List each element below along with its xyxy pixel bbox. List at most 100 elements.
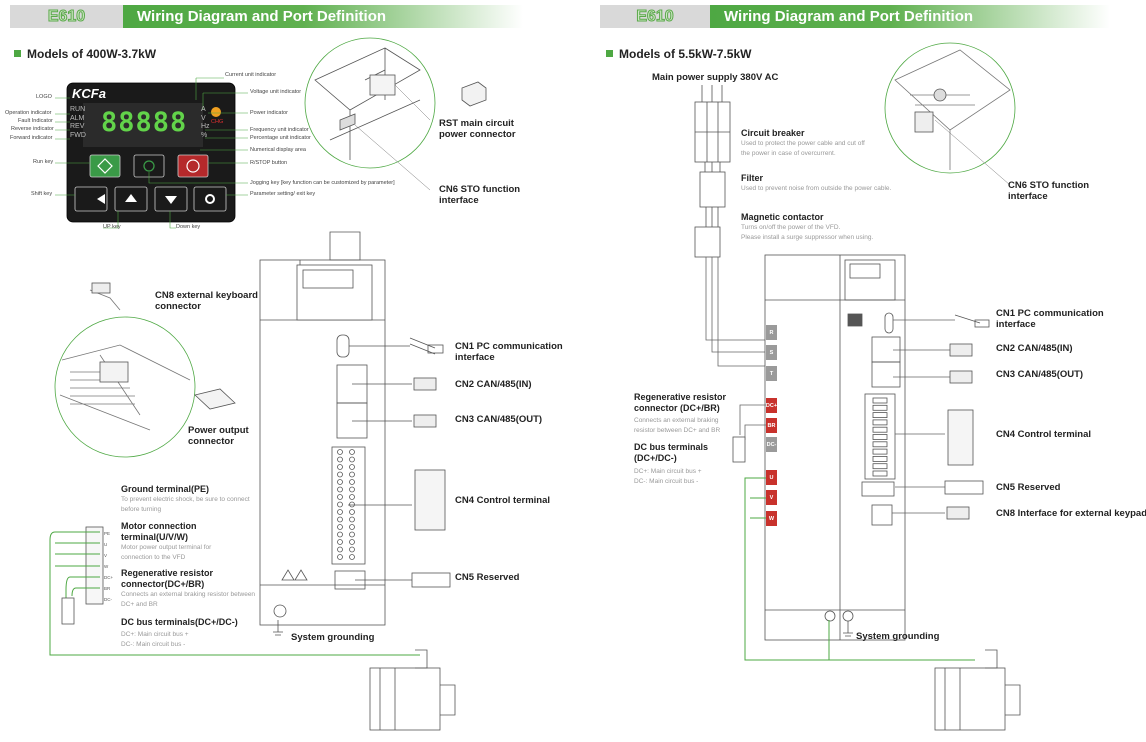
terminal-pin <box>337 539 343 545</box>
regen-block-right: Regenerative resistor connector (DC+/BR)… <box>634 392 762 436</box>
terminal-pin <box>349 494 355 500</box>
terminal-pin <box>349 546 355 553</box>
regen-title: Regenerative resistor connector (DC+/BR) <box>634 392 727 413</box>
terminal-pin <box>337 516 343 523</box>
callout-percentage: Percentage unit indicator <box>250 135 311 141</box>
title-text: Wiring Diagram and Port Definition <box>724 8 974 25</box>
terminal-u: U <box>766 470 777 485</box>
terminal-pin <box>349 479 355 485</box>
led-rev: REV <box>70 123 85 130</box>
motor-block: Motor connection terminal(U/V/W) Motor p… <box>121 521 233 563</box>
terminal-pin <box>872 419 888 426</box>
unit-a: A <box>201 106 206 113</box>
terminal-s: S <box>766 345 777 360</box>
terminal-pin <box>337 479 343 485</box>
callout-up-key: UP key <box>103 224 121 230</box>
terminal-pin <box>337 531 343 538</box>
contactor-block: Magnetic contactor Turns on/off the powe… <box>741 212 873 243</box>
stop-icon <box>186 159 200 173</box>
term-dcp: DC+ <box>104 575 114 580</box>
label-cn5-right: CN5 Reserved <box>996 482 1061 493</box>
callout-logo: LOGO <box>36 94 52 100</box>
contactor-desc2: Please install a surge suppressor when u… <box>741 234 874 241</box>
terminal-dcp: DC+ <box>766 398 777 413</box>
terminal-pin <box>349 456 355 463</box>
regen-desc2: resistor between DC+ and BR <box>634 427 721 434</box>
keypad-logo: KCFa <box>72 86 106 101</box>
term-dcm: DC- <box>104 597 112 602</box>
dcbus-minus: DC-: Main circuit bus - <box>121 641 186 648</box>
terminal-pin <box>337 464 343 470</box>
terminal-pin <box>349 539 355 545</box>
terminal-pin <box>872 463 888 470</box>
unit-hz: Hz <box>201 123 210 130</box>
terminal-pin <box>349 486 355 493</box>
terminal-pin <box>349 524 355 530</box>
filter-block: Filter Used to prevent noise from outsid… <box>741 173 891 194</box>
dcbus-title: DC bus terminals (DC+/DC-) <box>634 442 709 463</box>
callout-down-key: Down key <box>176 224 201 230</box>
led-fwd: FWD <box>70 131 86 139</box>
motor-title: Motor connection terminal(U/V/W) <box>121 521 197 542</box>
led-run: RUN <box>70 106 86 113</box>
dcbus-minus: DC-: Main circuit bus - <box>634 478 699 485</box>
callout-shift-key: Shift key <box>31 191 53 197</box>
unit-v: V <box>201 114 206 122</box>
callout-fault: Fault Indicator <box>18 118 53 124</box>
run-key <box>89 154 121 178</box>
title-text: Wiring Diagram and Port Definition <box>137 8 387 25</box>
label-cn5-left: CN5 Reserved <box>455 572 520 583</box>
callout-power: Power indicator <box>250 110 288 116</box>
model-badge-right: E610 <box>600 5 710 28</box>
label-main-supply: Main power supply 380V AC <box>652 72 779 83</box>
label-cn8-right: CN8 Interface for external keypad <box>996 508 1146 519</box>
motor-desc: Motor power output terminal for connecti… <box>121 544 212 561</box>
terminal-pin <box>349 509 355 515</box>
terminal-pin <box>872 470 888 477</box>
callout-forward: Forward indicator <box>10 135 53 141</box>
power-led <box>211 107 221 117</box>
label-cn3-right: CN3 CAN/485(OUT) <box>996 369 1084 380</box>
terminal-pin <box>349 449 355 455</box>
shift-key <box>74 186 108 212</box>
arrow-icons <box>97 194 177 204</box>
label-cn1-left: CN1 PC communication interface <box>455 341 563 363</box>
terminal-pin <box>872 448 888 455</box>
dcbus-block-right: DC bus terminals (DC+/DC-) DC+: Main cir… <box>634 442 729 487</box>
label-cn4-right: CN4 Control terminal <box>996 429 1092 440</box>
label-cn1-right: CN1 PC communication interface <box>996 308 1104 330</box>
stop-key <box>177 154 209 178</box>
terminal-pin <box>337 546 343 553</box>
dcbus-title: DC bus terminals(DC+/DC-) <box>121 617 238 627</box>
callout-operation: Operation indicator <box>5 110 52 116</box>
terminal-pin <box>337 486 343 493</box>
breaker-title: Circuit breaker <box>741 128 805 138</box>
callout-reverse: Reverse indicator <box>11 126 54 132</box>
callout-display-area: Numerical display area <box>250 147 306 153</box>
label-grounding-left: System grounding <box>291 632 375 643</box>
terminal-pin <box>337 524 343 530</box>
terminal-pin <box>349 501 355 508</box>
dcbus-plus: DC+: Main circuit bus + <box>121 631 189 638</box>
callout-voltage-unit: Voltage unit indicator <box>250 89 302 95</box>
terminal-w: W <box>766 511 777 526</box>
pe-desc: To prevent electric shock, be sure to co… <box>121 496 250 513</box>
terminal-dcm: DC- <box>766 437 777 452</box>
label-cn4-left: CN4 Control terminal <box>455 495 551 506</box>
terminal-pin <box>349 531 355 538</box>
label-cn3-left: CN3 CAN/485(OUT) <box>455 414 543 425</box>
term-v: V <box>104 553 108 558</box>
regen-desc: Connects an external braking resistor be… <box>121 591 256 608</box>
label-cn6-right: CN6 STO function interface <box>1008 180 1090 202</box>
terminal-pin <box>337 501 343 508</box>
callout-param: Parameter setting/ exit key <box>250 191 316 197</box>
section-title-right: Models of 5.5kW-7.5kW <box>606 47 751 61</box>
label-cn6-left: CN6 STO function interface <box>439 184 521 206</box>
breaker-desc1: Used to protect the power cable and cut … <box>741 140 865 147</box>
callout-run-key: Run key <box>33 159 54 165</box>
param-key <box>193 186 227 212</box>
keypad-display: 88888 <box>101 107 188 138</box>
